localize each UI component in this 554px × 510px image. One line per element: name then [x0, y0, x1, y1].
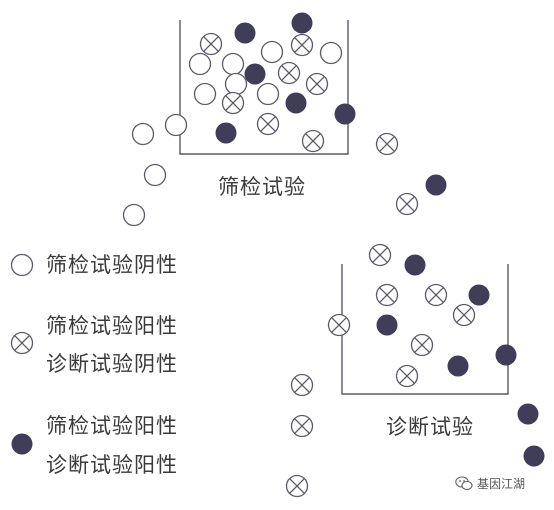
diagnostic-test-container — [341, 264, 509, 395]
filled-circle — [244, 63, 266, 85]
crossed-circle — [327, 313, 351, 337]
crossed-circle — [452, 303, 476, 327]
watermark-text: 基因江湖 — [477, 477, 526, 491]
legend-positive-screening-positive-diagnostic-line2: 诊断试验阳性 — [46, 453, 178, 477]
filled-circle — [234, 22, 256, 44]
open-circle — [256, 82, 280, 106]
crossed-circle — [199, 32, 223, 56]
open-circle — [143, 163, 167, 187]
diagnostic-box-label: 诊断试验 — [386, 415, 474, 439]
open-circle — [193, 82, 217, 106]
filled-circle — [404, 254, 426, 276]
open-circle — [164, 113, 188, 137]
open-circle — [224, 72, 248, 96]
crossed-circle — [395, 364, 419, 388]
crossed-circle — [424, 283, 448, 307]
open-circle — [260, 40, 284, 64]
crossed-circle — [290, 373, 314, 397]
crossed-circle — [395, 192, 419, 216]
crossed-circle — [375, 283, 399, 307]
filled-circle — [285, 92, 307, 114]
filled-circle — [376, 314, 398, 336]
filled-circle — [517, 403, 539, 425]
open-circle — [122, 203, 146, 227]
crossed-circle — [290, 414, 314, 438]
legend-positive-screening-negative-diagnostic-line1: 筛检试验阳性 — [46, 314, 178, 338]
filled-circle — [291, 12, 313, 34]
crossed-circle — [410, 333, 434, 357]
filled-circle — [215, 122, 237, 144]
filled-circle — [334, 103, 356, 125]
open-circle — [188, 52, 212, 76]
crossed-circle — [301, 129, 325, 153]
legend-negative-screening: 筛检试验阴性 — [46, 253, 178, 277]
filled-circle — [523, 445, 545, 467]
filled-circle — [447, 355, 469, 377]
crossed-circle — [368, 243, 392, 267]
crossed-circle — [290, 33, 314, 57]
filled-circle — [425, 174, 447, 196]
filled-circle — [495, 344, 517, 366]
crossed-circle — [256, 112, 280, 136]
filled-circle — [468, 284, 490, 306]
screening-box-label: 筛检试验 — [218, 175, 306, 199]
legend-positive-screening-negative-diagnostic-line2: 诊断试验阴性 — [46, 352, 178, 376]
legend-positive-screening-positive-diagnostic-line1: 筛检试验阳性 — [46, 414, 178, 438]
open-circle — [131, 122, 155, 146]
watermark: 基因江湖 — [455, 475, 525, 492]
filled-circle-icon — [11, 433, 33, 455]
screening-test-container — [179, 20, 349, 155]
open-circle — [221, 52, 245, 76]
crossed-circle — [285, 474, 309, 498]
wechat-icon — [455, 476, 473, 491]
open-circle-icon — [10, 253, 34, 277]
crossed-circle — [305, 72, 329, 96]
crossed-circle-icon — [10, 331, 34, 355]
crossed-circle — [277, 61, 301, 85]
crossed-circle — [221, 91, 245, 115]
open-circle — [319, 41, 343, 65]
crossed-circle — [375, 132, 399, 156]
